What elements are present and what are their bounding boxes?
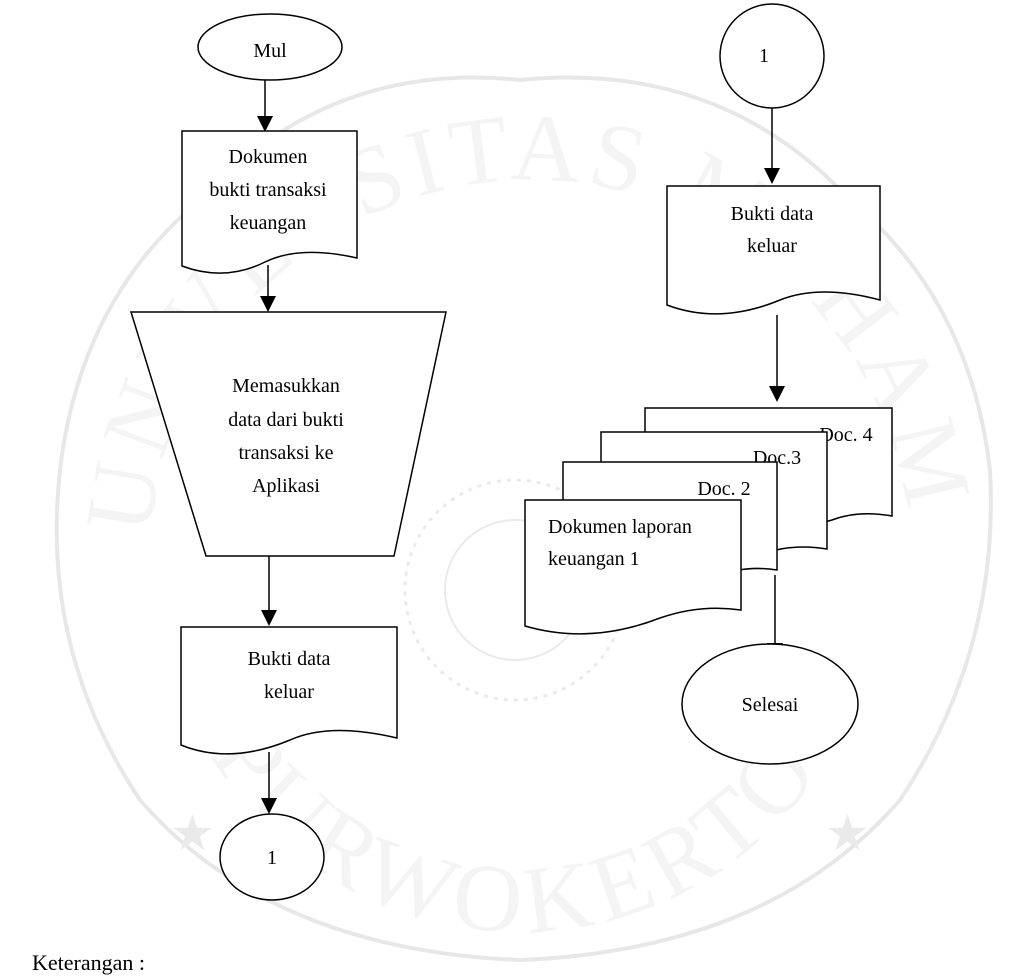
end-terminator: Selesai xyxy=(681,643,859,765)
manual-input-line-1: Memasukkan xyxy=(232,375,340,397)
multidoc-doc-2-label: Doc. 2 xyxy=(697,478,750,500)
bukti-keluar-right-line-1: Bukti data xyxy=(731,203,814,225)
doc-bukti-line-1: Dokumen xyxy=(229,146,308,168)
arrow-input-to-bukti xyxy=(261,556,277,626)
multidoc-doc-1-line-2: keuangan 1 xyxy=(548,548,640,570)
doc-bukti-keluar-left: Bukti data keluar xyxy=(180,626,398,755)
bukti-keluar-left-line-1: Bukti data xyxy=(248,648,331,670)
arrow-start-to-doc xyxy=(257,80,273,132)
bukti-keluar-left-line-2: keluar xyxy=(264,681,314,703)
multidoc-laporan: Doc. 4 Doc.3 Doc. 2 Dokumen laporan keua… xyxy=(524,407,893,635)
doc-bukti-transaksi: Dokumen bukti transaksi keuangan xyxy=(181,130,358,274)
doc-bukti-line-2: bukti transaksi xyxy=(209,179,327,201)
arrow-bukti-to-connector xyxy=(261,752,277,814)
watermark-star-right: ★ xyxy=(825,804,870,862)
start-terminator: Mul xyxy=(197,13,343,81)
end-label: Selesai xyxy=(742,694,799,716)
manual-input-line-4: Aplikasi xyxy=(252,475,320,497)
bukti-keluar-right-line-2: keluar xyxy=(747,235,797,257)
start-label: Mul xyxy=(253,40,287,62)
keterangan-heading: Keterangan : xyxy=(32,950,145,975)
manual-input-process: Memasukkan data dari bukti transaksi ke … xyxy=(129,311,447,557)
connector-right: 1 xyxy=(719,3,825,109)
manual-input-line-2: data dari bukti xyxy=(228,409,344,431)
multidoc-doc-1-line-1: Dokumen laporan xyxy=(548,516,692,538)
arrow-doc-to-input xyxy=(260,265,276,312)
doc-bukti-line-3: keuangan xyxy=(230,212,307,234)
connector-right-label: 1 xyxy=(759,45,769,67)
watermark-star-left: ★ xyxy=(170,804,215,862)
manual-input-line-3: transaksi ke xyxy=(239,442,334,464)
connector-left: 1 xyxy=(219,813,325,901)
arrow-connector-to-bukti xyxy=(764,108,780,184)
doc-bukti-keluar-right: Bukti data keluar xyxy=(666,185,881,315)
arrow-bukti-to-multidoc xyxy=(769,315,785,402)
multidoc-doc-4-label: Doc. 4 xyxy=(819,424,872,446)
multidoc-doc-1: Dokumen laporan keuangan 1 xyxy=(524,499,742,635)
connector-left-label: 1 xyxy=(267,847,277,869)
